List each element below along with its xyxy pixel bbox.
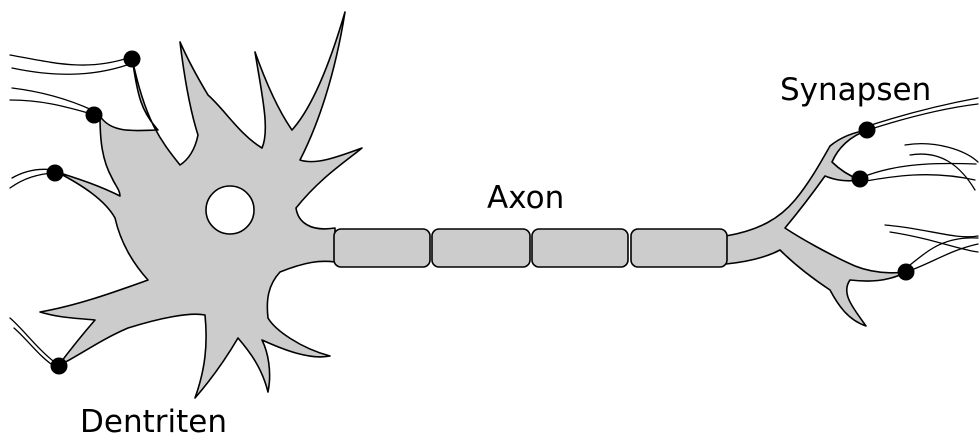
myelin-sheath	[334, 229, 727, 267]
label-dendrites: Dentriten	[80, 404, 227, 439]
myelin-segment	[631, 229, 727, 267]
dendrite-terminal-dot	[124, 51, 141, 68]
label-axon: Axon	[487, 180, 564, 216]
dendrite-terminal-dot	[86, 107, 103, 124]
myelin-segment	[532, 229, 628, 267]
synapse-terminal-dot	[859, 122, 876, 139]
synapse-terminal-dot	[852, 171, 869, 188]
synapse-terminal-dot	[898, 264, 915, 281]
cell-body	[40, 12, 362, 398]
dendrite-terminal-dot	[51, 358, 68, 375]
myelin-segment	[432, 229, 530, 267]
dendrite-terminal-dot	[47, 165, 64, 182]
outgoing-fibers-right	[860, 98, 978, 272]
axon-terminal	[726, 130, 906, 326]
label-synapses: Synapsen	[780, 72, 931, 108]
myelin-segment	[334, 229, 430, 267]
nucleus	[206, 186, 254, 234]
